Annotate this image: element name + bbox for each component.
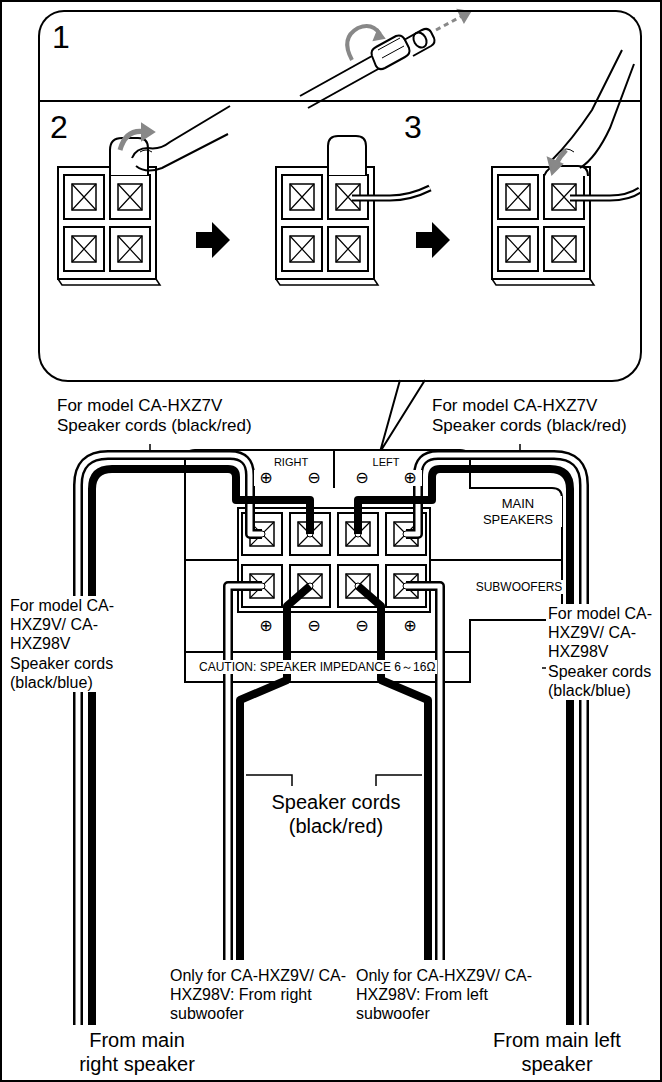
terminal-label: MAIN SPEAKERS xyxy=(474,496,562,527)
polarity-mark: ⊖ xyxy=(302,618,326,634)
polarity-mark: ⊕ xyxy=(398,470,422,486)
terminal-panel: RIGHTLEFT⊕⊖⊖⊕MAIN SPEAKERSSUBWOOFERS⊕⊖⊖⊕… xyxy=(185,450,562,682)
caption-label: For model CA-HXZ9V/ CA-HXZ98V Speaker co… xyxy=(546,604,662,700)
step-number: 2 xyxy=(50,108,68,146)
step-panel: 1 xyxy=(38,10,642,102)
polarity-mark: ⊕ xyxy=(254,470,278,486)
polarity-mark: ⊖ xyxy=(302,470,326,486)
caption-label: Speaker cords (black/red) xyxy=(259,790,413,838)
caption-label: From main left speaker xyxy=(485,1028,629,1076)
caption-label: For model CA-HXZ7V Speaker cords (black/… xyxy=(430,396,649,437)
caption-label: From main right speaker xyxy=(65,1028,209,1076)
caution-note: CAUTION: SPEAKER IMPEDANCE 6～16Ω xyxy=(197,660,437,674)
channel-label: RIGHT xyxy=(267,456,315,469)
caption-label: For model CA-HXZ9V/ CA-HXZ98V Speaker co… xyxy=(8,596,134,692)
polarity-mark: ⊕ xyxy=(398,618,422,634)
caption-label: For model CA-HXZ7V Speaker cords (black/… xyxy=(55,396,274,437)
polarity-mark: ⊖ xyxy=(350,470,374,486)
step-number: 1 xyxy=(52,18,70,56)
caption-label: Only for CA-HXZ9V/ CA-HXZ98V: From left … xyxy=(354,966,540,1024)
step-number: 3 xyxy=(404,108,422,146)
caption-label: Only for CA-HXZ9V/ CA-HXZ98V: From right… xyxy=(168,966,354,1024)
terminal-label: SUBWOOFERS xyxy=(472,580,566,594)
polarity-mark: ⊕ xyxy=(254,618,278,634)
polarity-mark: ⊖ xyxy=(350,618,374,634)
channel-label: LEFT xyxy=(362,456,410,469)
step-panel: 23 xyxy=(38,100,642,382)
